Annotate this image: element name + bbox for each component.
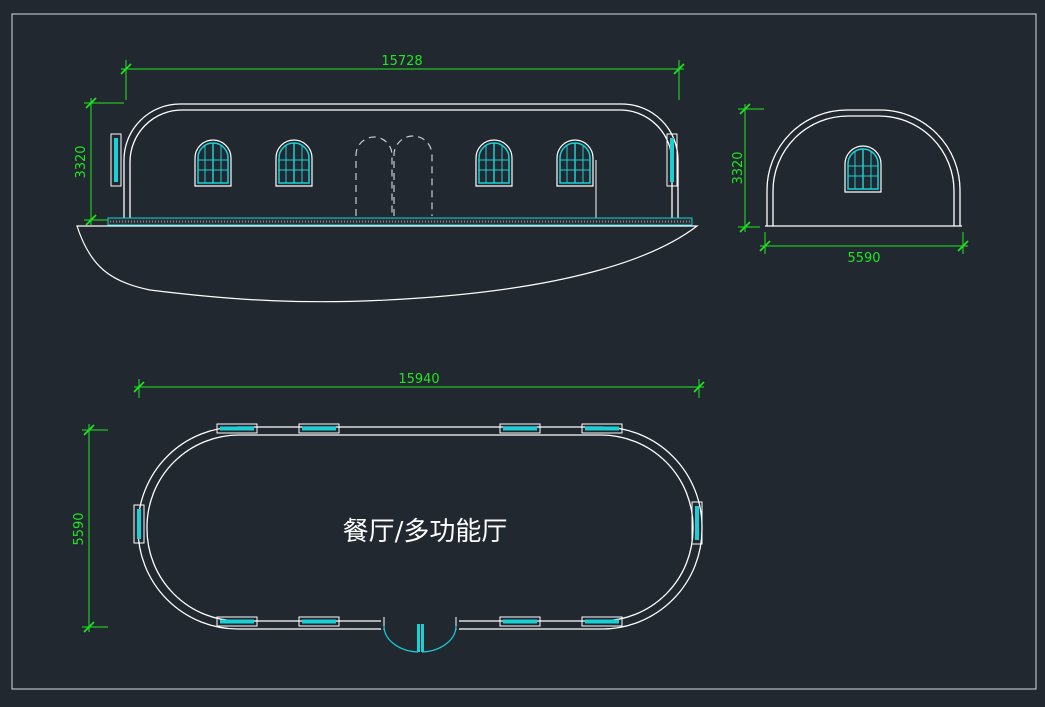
plan-window [499,423,541,434]
front-elevation: 15728 3320 [74,54,699,303]
arched-window [194,139,232,187]
plan-window [298,423,340,434]
plan-window [216,616,258,627]
plan-width-label: 15940 [398,372,439,387]
side-elevation: 3320 5590 [731,103,969,266]
plan-height-label: 5590 [72,512,87,545]
plan-window [298,616,340,627]
side-width-label: 5590 [847,251,880,266]
plan-window [581,616,623,627]
side-height-label: 3320 [731,151,746,184]
front-width-dimension: 15728 [120,54,685,100]
room-label: 餐厅/多功能厅 [343,517,508,547]
front-height-label: 3320 [74,145,89,178]
side-height-dimension: 3320 [731,103,764,233]
front-height-dimension: 3320 [74,97,124,226]
plan-window [581,423,623,434]
plan-width-dimension: 15940 [133,372,705,398]
arched-window [556,139,594,187]
drawing-frame [11,13,1037,690]
plan-window [216,423,258,434]
arched-window [475,139,513,187]
plan-window [499,616,541,627]
arched-window [844,145,882,193]
floor-plan: 15940 5590 [72,372,705,653]
arched-window [275,139,313,187]
side-width-dimension: 5590 [759,232,969,266]
plan-height-dimension: 5590 [72,424,108,633]
front-width-label: 15728 [381,54,422,69]
